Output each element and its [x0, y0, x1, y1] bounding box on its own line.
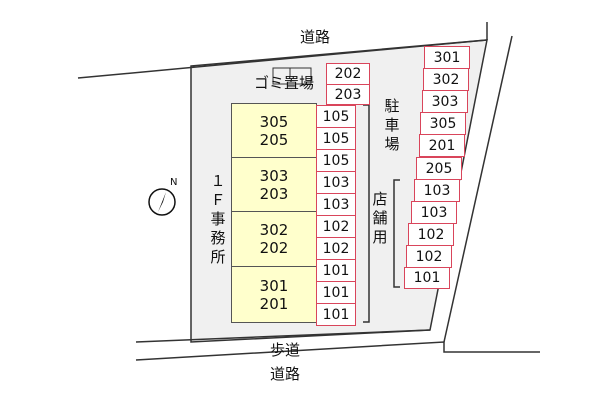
parking-slot: 102 — [406, 245, 452, 268]
unit-lower-number: 203 — [259, 184, 289, 203]
compass: N — [144, 177, 184, 220]
garbage-area-label: ゴミ置場 — [254, 74, 315, 92]
parking-slot: 102 — [408, 223, 454, 246]
parking-slot: 205 — [416, 157, 462, 180]
sidewalk-label: 歩道 — [270, 341, 301, 359]
road-edge-right-outer — [443, 35, 513, 343]
road-edge-top — [77, 39, 488, 79]
parking-bracket — [363, 104, 370, 323]
parking-slot: 105 — [316, 149, 356, 172]
road-edge-bottom — [135, 341, 540, 361]
shop-use-label: 店舗用 — [372, 190, 388, 246]
parking-slot: 101 — [316, 259, 356, 282]
parking-slot: 105 — [316, 105, 356, 128]
parking-slot: 201 — [419, 134, 465, 157]
parking-slot: 103 — [411, 201, 457, 224]
building-unit: 305 205 — [231, 103, 317, 158]
parking-slot: 103 — [316, 171, 356, 194]
parking-slot: 202 — [326, 63, 370, 85]
parking-slot: 101 — [404, 267, 450, 289]
parking-slot: 103 — [414, 179, 460, 202]
unit-lower-number: 201 — [259, 294, 289, 313]
unit-upper-number: 301 — [259, 276, 289, 295]
building-unit: 302 202 — [231, 211, 317, 267]
sidewalk-line — [135, 329, 431, 343]
garbage-area-box — [272, 67, 312, 85]
parking-slot: 103 — [316, 193, 356, 216]
shop-parking-bracket — [393, 179, 400, 288]
parking-slot: 101 — [316, 303, 356, 326]
unit-upper-number: 305 — [259, 112, 289, 131]
parking-slot: 301 — [424, 46, 470, 69]
building-unit: 301 201 — [231, 266, 317, 323]
unit-lower-number: 202 — [259, 239, 289, 257]
compass-icon — [148, 188, 176, 216]
parking-slot: 102 — [316, 215, 356, 238]
parking-slot: 101 — [316, 281, 356, 304]
road-label-bottom: 道路 — [270, 365, 301, 383]
unit-upper-number: 302 — [259, 221, 289, 239]
parking-slot: 105 — [316, 127, 356, 150]
parking-slot: 203 — [326, 84, 370, 105]
unit-upper-number: 303 — [259, 166, 289, 185]
parking-slot: 303 — [422, 90, 468, 113]
parking-slot: 302 — [423, 68, 469, 91]
compass-north-label: N — [170, 177, 178, 188]
building-unit: 303 203 — [231, 157, 317, 212]
road-label-top: 道路 — [300, 28, 331, 46]
parking-slot: 102 — [316, 237, 356, 260]
parking-slot: 305 — [420, 112, 466, 135]
parking-label: 駐車場 — [384, 97, 400, 153]
unit-lower-number: 205 — [259, 130, 289, 149]
